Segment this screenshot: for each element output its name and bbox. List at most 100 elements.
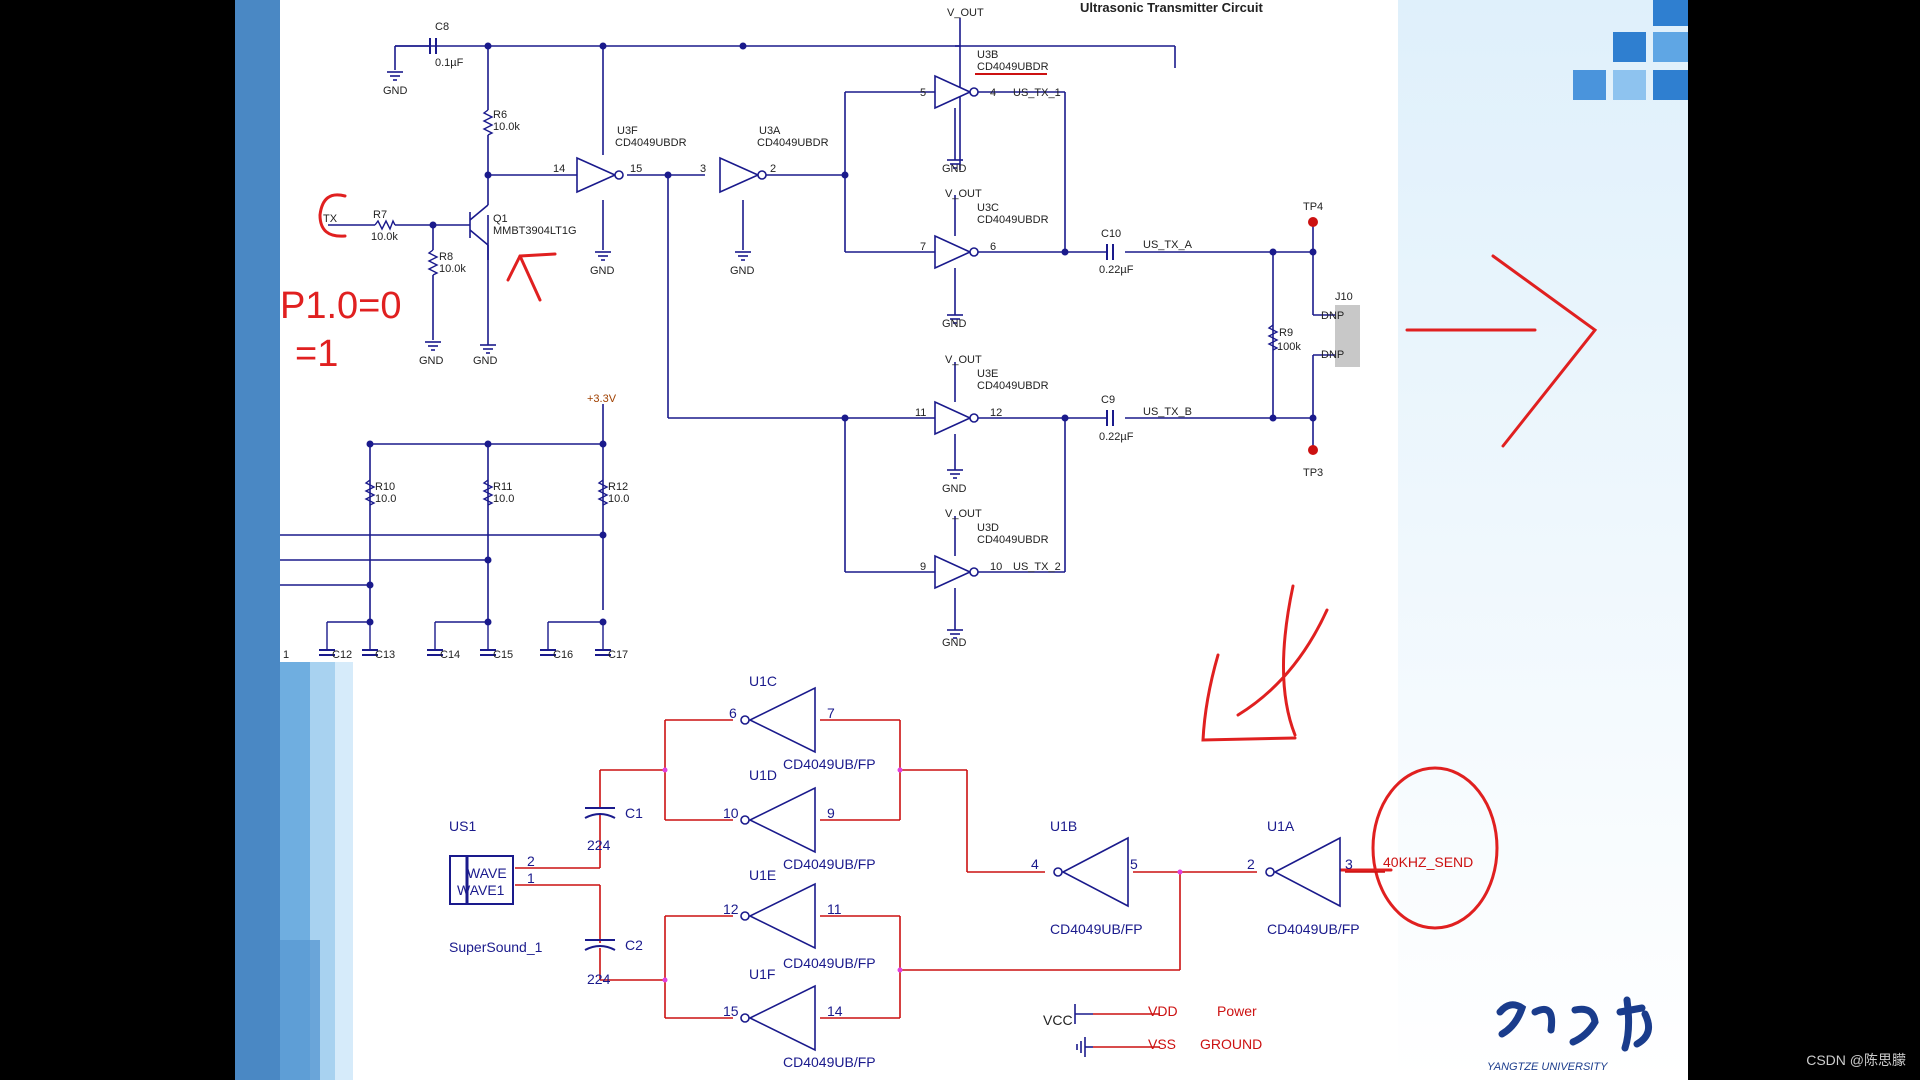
c1-value: 224: [587, 837, 611, 853]
u3e-name: U3E: [977, 368, 998, 380]
u3b-name: U3B: [977, 49, 998, 61]
q1-name: Q1: [493, 213, 508, 225]
r11-name: R11: [493, 481, 512, 493]
u1b-pin-out: 5: [1130, 856, 1138, 872]
u3d-vout: V_OUT: [945, 508, 982, 520]
u3b-pin-out: 4: [990, 87, 996, 99]
us1-label: US1: [449, 818, 476, 834]
u1f-part: CD4049UB/FP: [783, 1054, 876, 1070]
u3a-pin-in: 3: [700, 163, 706, 175]
top-resistors: [364, 109, 1279, 506]
supersound-label: SuperSound_1: [449, 939, 543, 955]
u3c-vout: V_OUT: [945, 188, 982, 200]
r7-value: 10.0k: [371, 231, 398, 243]
u3b-part: CD4049UBDR: [977, 61, 1049, 73]
u3c-part: CD4049UBDR: [977, 214, 1049, 226]
c8-name: C8: [435, 21, 449, 33]
u3c-pin-out: 6: [990, 241, 996, 253]
note-p10: P1.0=0: [280, 285, 402, 327]
dnp-2: DNP: [1321, 349, 1344, 361]
u3d-part: CD4049UBDR: [977, 534, 1049, 546]
vss-label: VSS: [1148, 1036, 1176, 1052]
bottom-wires: [515, 719, 1385, 1048]
r10-value: 10.0: [375, 493, 396, 505]
r8-name: R8: [439, 251, 453, 263]
u3f-part: CD4049UBDR: [615, 137, 687, 149]
bottom-schematic: US1 WAVE WAVE1 SuperSound_1 2 1 C1 224 C…: [449, 673, 1473, 1070]
u1b-name: U1B: [1050, 818, 1077, 834]
u1f-pin-out: 14: [827, 1003, 843, 1019]
bottom-inverters: [740, 686, 1341, 1052]
gnd-u3d: GND: [942, 637, 967, 649]
top-inverters: [576, 74, 979, 590]
c2-name: C2: [625, 937, 643, 953]
u3e-pin-in: 11: [915, 407, 926, 419]
red-arrow-up: [506, 252, 557, 302]
u1d-name: U1D: [749, 767, 777, 783]
u1d-part: CD4049UB/FP: [783, 856, 876, 872]
left-pin-label: 1: [283, 649, 289, 661]
u1e-part: CD4049UB/FP: [783, 955, 876, 971]
c8-value: 0.1µF: [435, 57, 464, 69]
gnd-label: GND: [383, 85, 408, 97]
tp4-point: [1308, 217, 1318, 227]
u3f-pin-in: 14: [553, 163, 565, 175]
c9-value: 0.22µF: [1099, 431, 1134, 443]
gnd-u3a: GND: [730, 265, 755, 277]
us-tx-a-net: US_TX_A: [1143, 239, 1193, 251]
u1b-part: CD4049UB/FP: [1050, 921, 1143, 937]
slide-title: Ultrasonic Transmitter Circuit: [1080, 0, 1263, 15]
ground-symbols: [387, 71, 963, 639]
j10-label: J10: [1335, 291, 1353, 303]
slide-decoration: [235, 0, 1688, 1080]
u3f-pin-out: 15: [630, 163, 642, 175]
j10-connector: [1335, 305, 1360, 367]
red-circle: [1371, 766, 1499, 930]
junction-dots: [366, 42, 1317, 626]
note-eq1: =1: [295, 333, 338, 375]
tp3-point: [1308, 445, 1318, 455]
wave1-text: WAVE1: [457, 882, 505, 898]
tp4-label: TP4: [1303, 201, 1323, 213]
us1-pin1: 1: [527, 870, 535, 886]
red-annotations: [318, 193, 1598, 930]
power-label: Power: [1217, 1003, 1257, 1019]
r12-name: R12: [608, 481, 628, 493]
bottom-junctions: [662, 767, 1183, 983]
gnd-u3b: GND: [942, 163, 967, 175]
gnd-u3f: GND: [590, 265, 615, 277]
wave-text: WAVE: [467, 865, 507, 881]
u1a-name: U1A: [1267, 818, 1295, 834]
u3c-name: U3C: [977, 202, 999, 214]
r7-name: R7: [373, 209, 387, 221]
red-arrow-right: [1405, 254, 1598, 448]
schematic: Ultrasonic Transmitter Circuit: [235, 0, 1688, 1080]
bottom-caps: [584, 807, 616, 951]
r9-name: R9: [1279, 327, 1293, 339]
c10-name: C10: [1101, 228, 1121, 240]
u3b-pin-in: 5: [920, 87, 926, 99]
wave-transducer: [449, 855, 514, 905]
red-c-mark: [318, 193, 347, 238]
cap-c14: C14: [440, 649, 460, 661]
university-logo: YANGTZE UNIVERSITY: [1487, 996, 1653, 1073]
r6-name: R6: [493, 109, 507, 121]
r11-value: 10.0: [493, 493, 514, 505]
us-tx-b-net: US_TX_B: [1143, 406, 1192, 418]
u3f-name: U3F: [617, 125, 638, 137]
red-arrow-down: [1201, 584, 1329, 742]
cap-c16: C16: [553, 649, 573, 661]
r12-value: 10.0: [608, 493, 629, 505]
vout-label: V_OUT: [947, 7, 984, 19]
gnd-u3e: GND: [942, 483, 967, 495]
top-wires: [280, 18, 1335, 630]
u3c-pin-in: 7: [920, 241, 926, 253]
u1e-pin-in: 12: [723, 901, 739, 917]
u1c-pin-out: 7: [827, 705, 835, 721]
u3d-name: U3D: [977, 522, 999, 534]
tp3-label: TP3: [1303, 467, 1323, 479]
logo-subtitle: YANGTZE UNIVERSITY: [1487, 1061, 1608, 1073]
us-tx-2-net: US_TX_2: [1013, 561, 1061, 573]
cap-leads: [326, 622, 604, 650]
u1a-pin-in: 2: [1247, 856, 1255, 872]
